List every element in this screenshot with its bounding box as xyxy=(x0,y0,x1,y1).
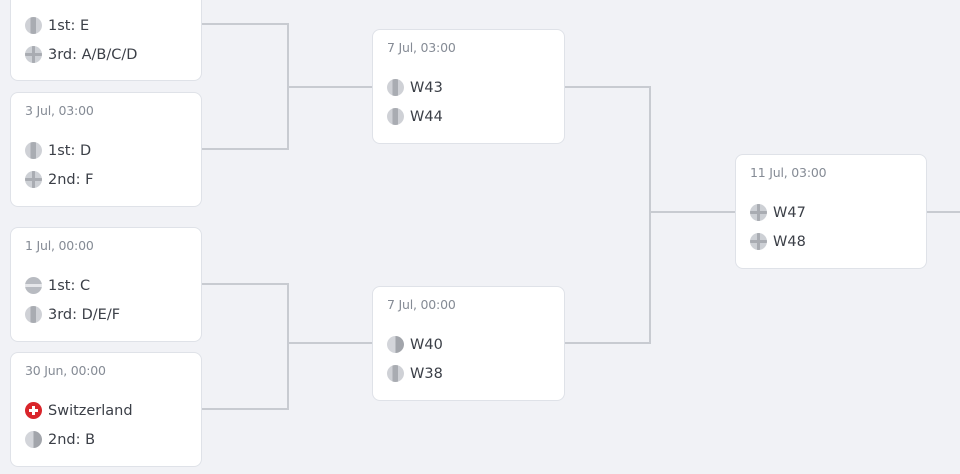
team-name: 1st: D xyxy=(48,142,92,159)
match-card[interactable]: 1 Jul, 00:00 1st: C 3rd: D/E/F xyxy=(10,227,202,342)
half-flag-icon xyxy=(387,79,404,96)
team-name: 3rd: D/E/F xyxy=(48,306,121,323)
team-name: 2nd: B xyxy=(48,431,96,448)
team-name: 1st: E xyxy=(48,17,90,34)
match-date: 3 Jul, 03:00 xyxy=(25,103,94,118)
team-row[interactable]: 2nd: B xyxy=(25,431,95,448)
cross-flag-icon xyxy=(750,233,767,250)
split-flag-icon xyxy=(387,336,404,353)
match-card[interactable]: 1st: E 3rd: A/B/C/D xyxy=(10,0,202,81)
team-row[interactable]: 3rd: A/B/C/D xyxy=(25,46,137,63)
team-name: 2nd: F xyxy=(48,171,94,188)
cross-flag-icon xyxy=(25,46,42,63)
team-name: W44 xyxy=(410,108,443,125)
team-row[interactable]: Switzerland xyxy=(25,402,133,419)
half-flag-icon xyxy=(387,108,404,125)
team-row[interactable]: 2nd: F xyxy=(25,171,93,188)
team-row[interactable]: 1st: D xyxy=(25,142,91,159)
match-date: 7 Jul, 03:00 xyxy=(387,40,456,55)
team-name: 3rd: A/B/C/D xyxy=(48,46,138,63)
cross-flag-icon xyxy=(750,204,767,221)
match-card[interactable]: 30 Jun, 00:00 Switzerland 2nd: B xyxy=(10,352,202,467)
team-row[interactable]: W40 xyxy=(387,336,443,353)
switzerland-flag-icon xyxy=(25,402,42,419)
match-date: 11 Jul, 03:00 xyxy=(750,165,827,180)
match-date: 1 Jul, 00:00 xyxy=(25,238,94,253)
team-row[interactable]: W44 xyxy=(387,108,443,125)
match-card[interactable]: 7 Jul, 03:00 W43 W44 xyxy=(372,29,565,144)
team-row[interactable]: W48 xyxy=(750,233,806,250)
match-date: 7 Jul, 00:00 xyxy=(387,297,456,312)
team-name: 1st: C xyxy=(48,277,91,294)
team-name: W47 xyxy=(773,204,806,221)
half-flag-icon xyxy=(387,365,404,382)
team-row[interactable]: W43 xyxy=(387,79,443,96)
half-flag-icon xyxy=(25,17,42,34)
connector-r1-top xyxy=(202,23,289,150)
match-card[interactable]: 7 Jul, 00:00 W40 W38 xyxy=(372,286,565,401)
match-card[interactable]: 11 Jul, 03:00 W47 W48 xyxy=(735,154,927,269)
match-card[interactable]: 3 Jul, 03:00 1st: D 2nd: F xyxy=(10,92,202,207)
team-row[interactable]: W47 xyxy=(750,204,806,221)
team-name: W40 xyxy=(410,336,443,353)
connector-r2 xyxy=(565,86,651,344)
half-flag-icon xyxy=(25,306,42,323)
cross-flag-icon xyxy=(25,171,42,188)
connector-r1-bottom xyxy=(202,283,289,410)
team-name: W43 xyxy=(410,79,443,96)
team-row[interactable]: W38 xyxy=(387,365,443,382)
team-name: Switzerland xyxy=(48,402,133,419)
team-row[interactable]: 3rd: D/E/F xyxy=(25,306,120,323)
team-name: W38 xyxy=(410,365,443,382)
half-flag-icon xyxy=(25,142,42,159)
striped-flag-icon xyxy=(25,277,42,294)
match-date: 30 Jun, 00:00 xyxy=(25,363,106,378)
team-row[interactable]: 1st: E xyxy=(25,17,89,34)
team-row[interactable]: 1st: C xyxy=(25,277,90,294)
split-flag-icon xyxy=(25,431,42,448)
team-name: W48 xyxy=(773,233,806,250)
